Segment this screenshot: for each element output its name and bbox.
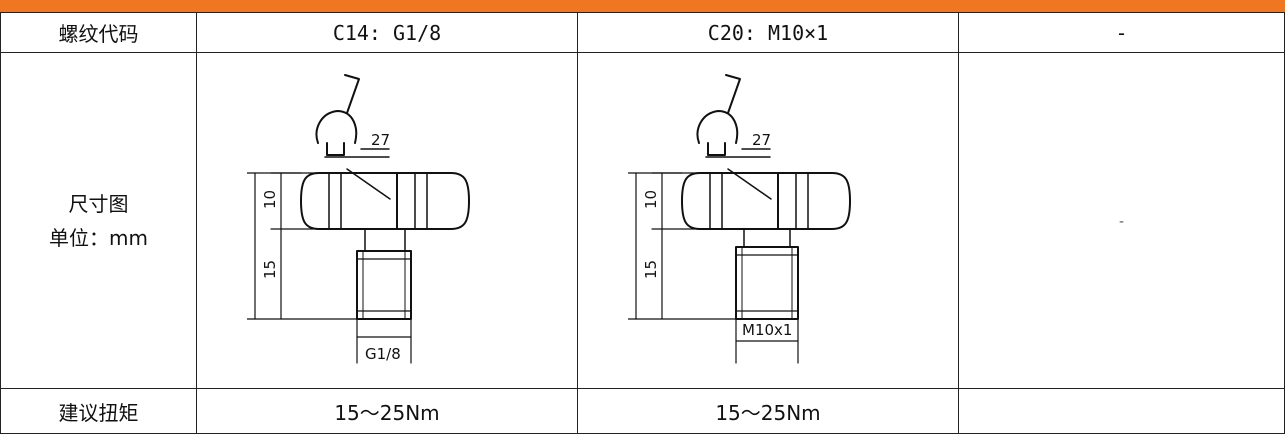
torque-label: 建议扭矩: [0, 388, 197, 434]
dimension-drawing-row: 尺寸图 单位：mm: [0, 52, 1285, 389]
threaded-stem: [735, 245, 799, 320]
thread-size-label-c14: G1/8: [365, 345, 401, 363]
drawing-empty-dash: -: [1118, 214, 1125, 230]
wrench-size-label-c14: 27: [371, 131, 390, 149]
dim-thread-label-c14: 15: [261, 259, 279, 278]
threaded-stem: [356, 249, 412, 320]
hex-nut-outline: [300, 171, 470, 230]
hex-nut-outline: [681, 171, 851, 230]
wrench-icon: [696, 73, 741, 156]
dim-total-label-c20: 25: [628, 234, 632, 253]
drawing-cell-c20: 27 25 10 15 M10x1: [577, 52, 959, 389]
dimension-drawing-label-cell: 尺寸图 单位：mm: [0, 52, 197, 389]
fitting-drawing-c14: 27 25 10 15 G1/8: [247, 73, 470, 364]
unit-label: 单位：mm: [49, 225, 148, 250]
torque-c14: 15～25Nm: [196, 388, 578, 434]
fitting-drawing-c20: 27 25 10 15 M10x1: [628, 73, 851, 364]
recommended-torque-row: 建议扭矩 15～25Nm 15～25Nm: [0, 388, 1285, 434]
thread-code-empty: -: [958, 12, 1285, 53]
dimension-drawing-label: 尺寸图: [68, 191, 129, 216]
wrench-icon: [315, 73, 360, 156]
thread-spec-table: 螺纹代码 C14: G1/8 C20: M10×1 - 尺寸图 单位：mm: [0, 12, 1285, 434]
drawing-cell-c14: 27 25 10 15 G1/8: [196, 52, 578, 389]
torque-empty: [958, 388, 1285, 434]
thread-size-label-c20: M10x1: [742, 321, 792, 339]
dim-hex-label-c20: 10: [642, 189, 660, 208]
thread-code-c14: C14: G1/8: [196, 12, 578, 53]
dim-total-label-c14: 25: [247, 234, 251, 253]
thread-code-label: 螺纹代码: [0, 12, 197, 53]
dim-hex-label-c14: 10: [261, 189, 279, 208]
wrench-size-label-c20: 27: [752, 131, 771, 149]
thread-code-c20: C20: M10×1: [577, 12, 959, 53]
torque-c20: 15～25Nm: [577, 388, 959, 434]
thread-code-row: 螺纹代码 C14: G1/8 C20: M10×1 -: [0, 12, 1285, 53]
dim-thread-label-c20: 15: [642, 259, 660, 278]
section-header-band: [0, 0, 1285, 12]
drawing-cell-empty: -: [958, 52, 1285, 389]
